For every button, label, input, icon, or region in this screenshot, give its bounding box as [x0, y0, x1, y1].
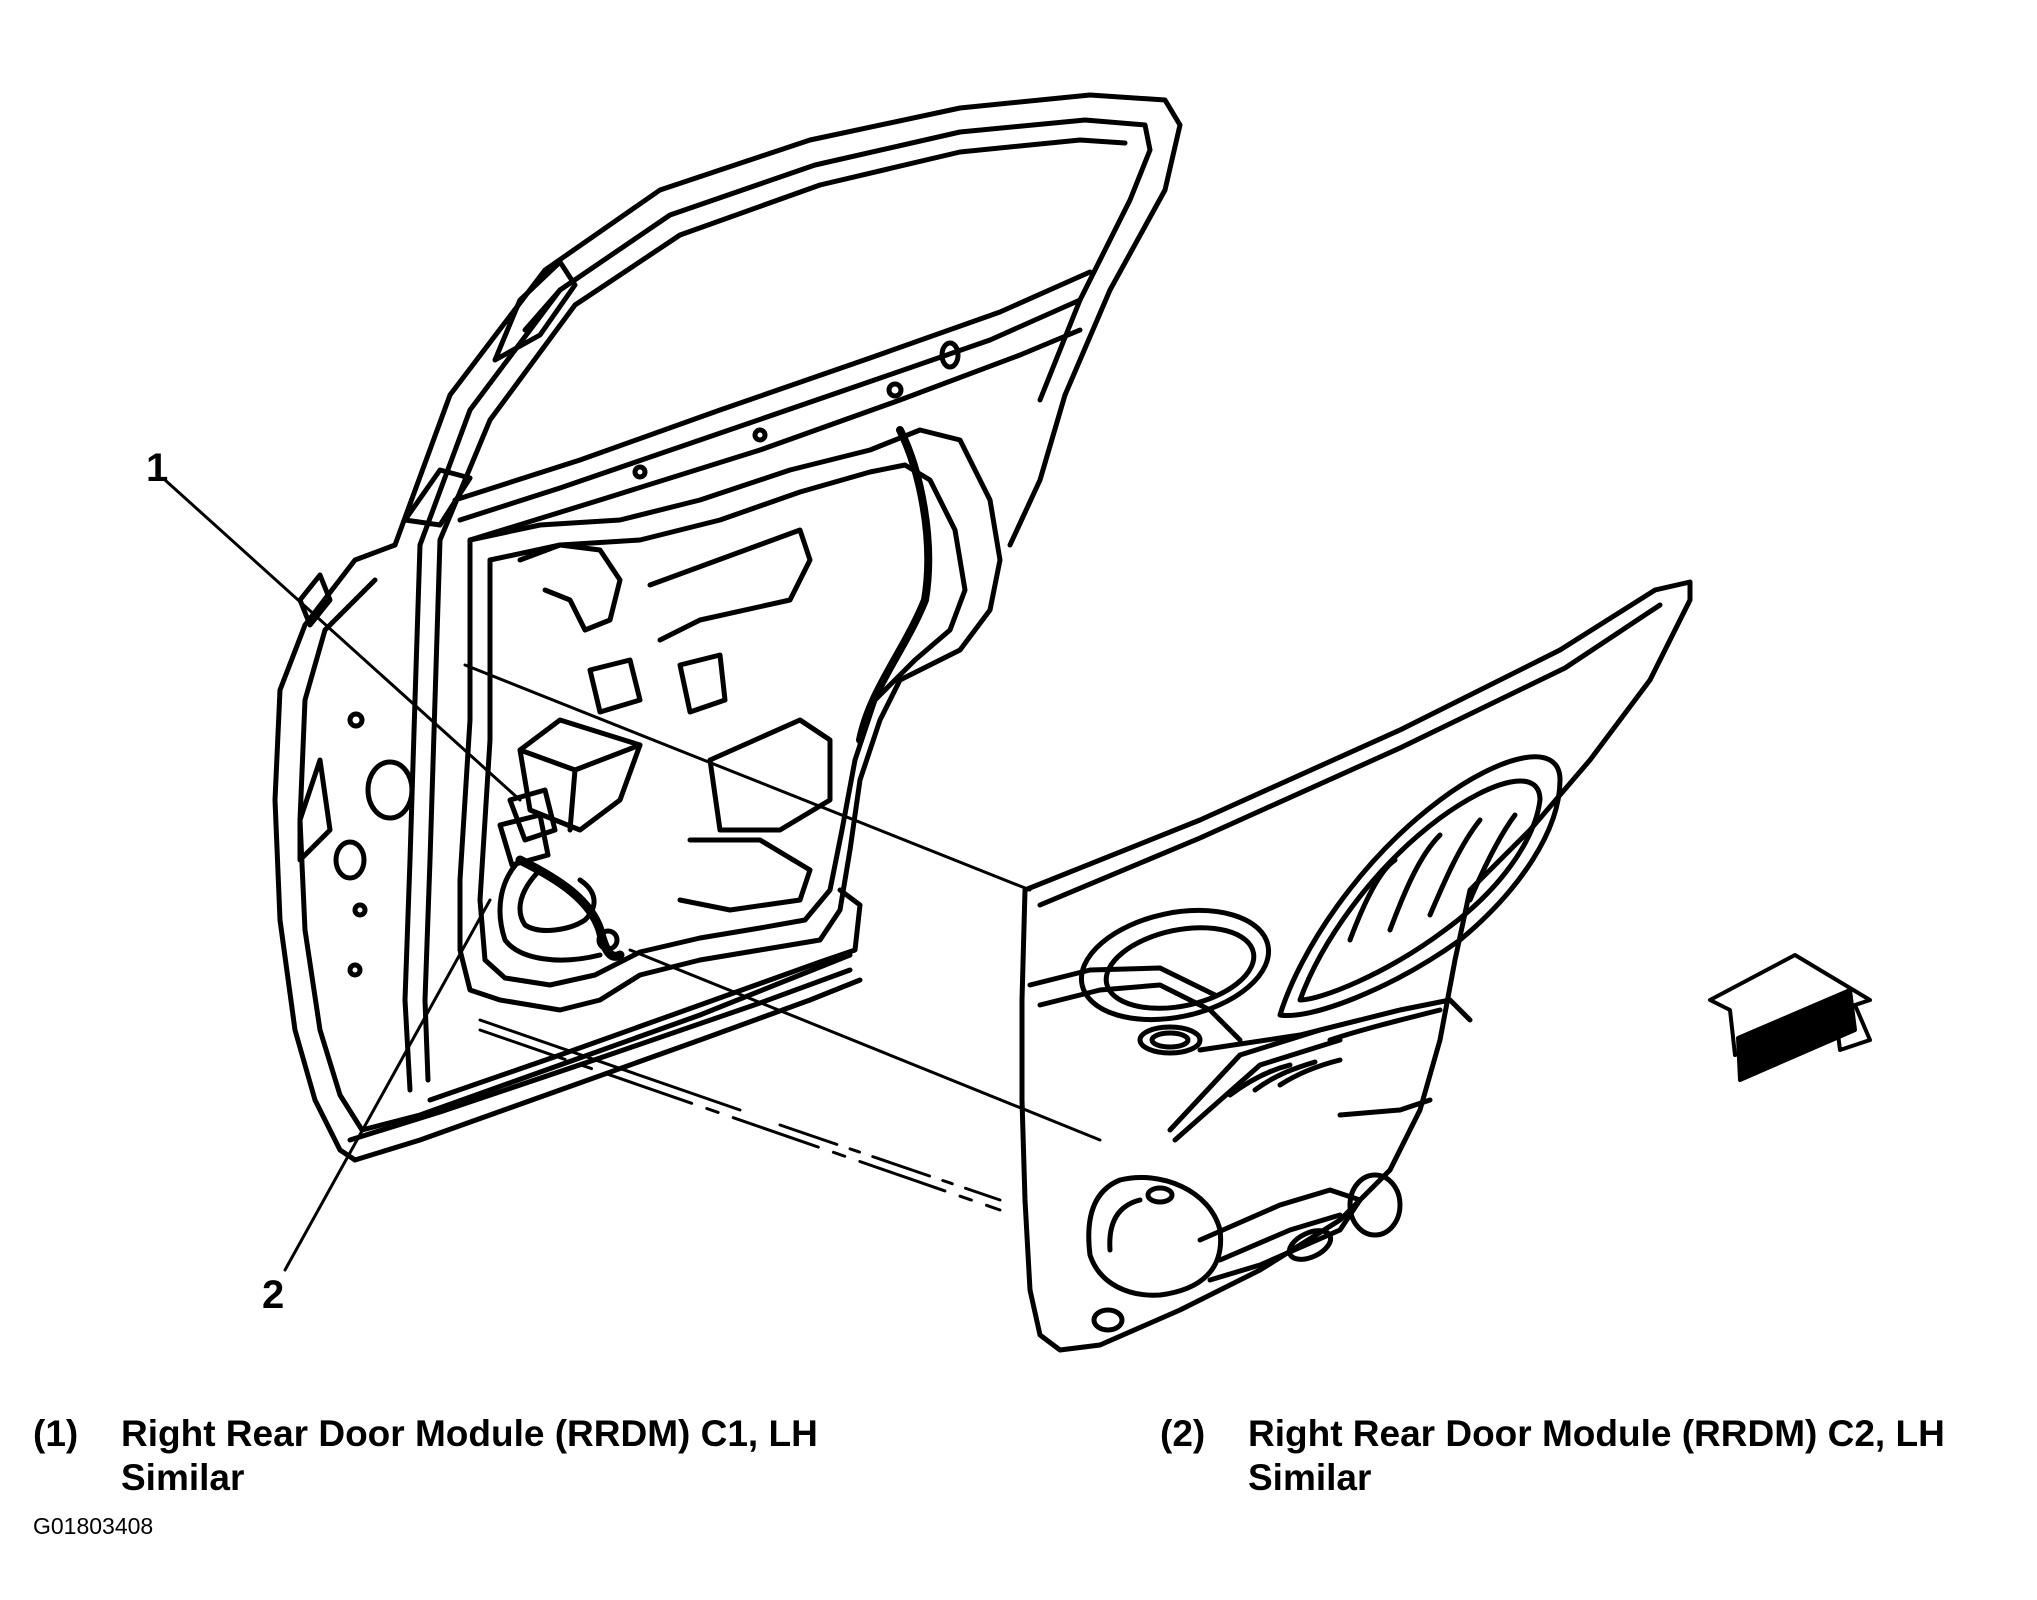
legend-item-1-text: Right Rear Door Module (RRDM) C1, LH	[121, 1413, 818, 1454]
view-direction-arrow-icon	[1708, 953, 1872, 1082]
figure-code: G01803408	[33, 1513, 154, 1539]
legend-item-2-text-cont: Similar	[1248, 1457, 1372, 1498]
door-frame	[272, 92, 1183, 1163]
callout-2-label: 2	[262, 1273, 285, 1317]
alignment-lines	[163, 478, 1102, 1272]
legend-item-2-number: (2)	[1160, 1413, 1206, 1454]
legend-item-1-number: (1)	[33, 1413, 79, 1454]
legend-item-1: (1) Right Rear Door Module (RRDM) C1, LH…	[33, 1412, 913, 1502]
callout-1-label: 1	[146, 446, 169, 490]
legend-item-2: (2) Right Rear Door Module (RRDM) C2, LH…	[1160, 1412, 2030, 1502]
legend-item-2-text: Right Rear Door Module (RRDM) C2, LH	[1248, 1413, 1945, 1454]
legend-item-1-text-cont: Similar	[121, 1457, 245, 1498]
trim-panel	[1019, 579, 1693, 1353]
